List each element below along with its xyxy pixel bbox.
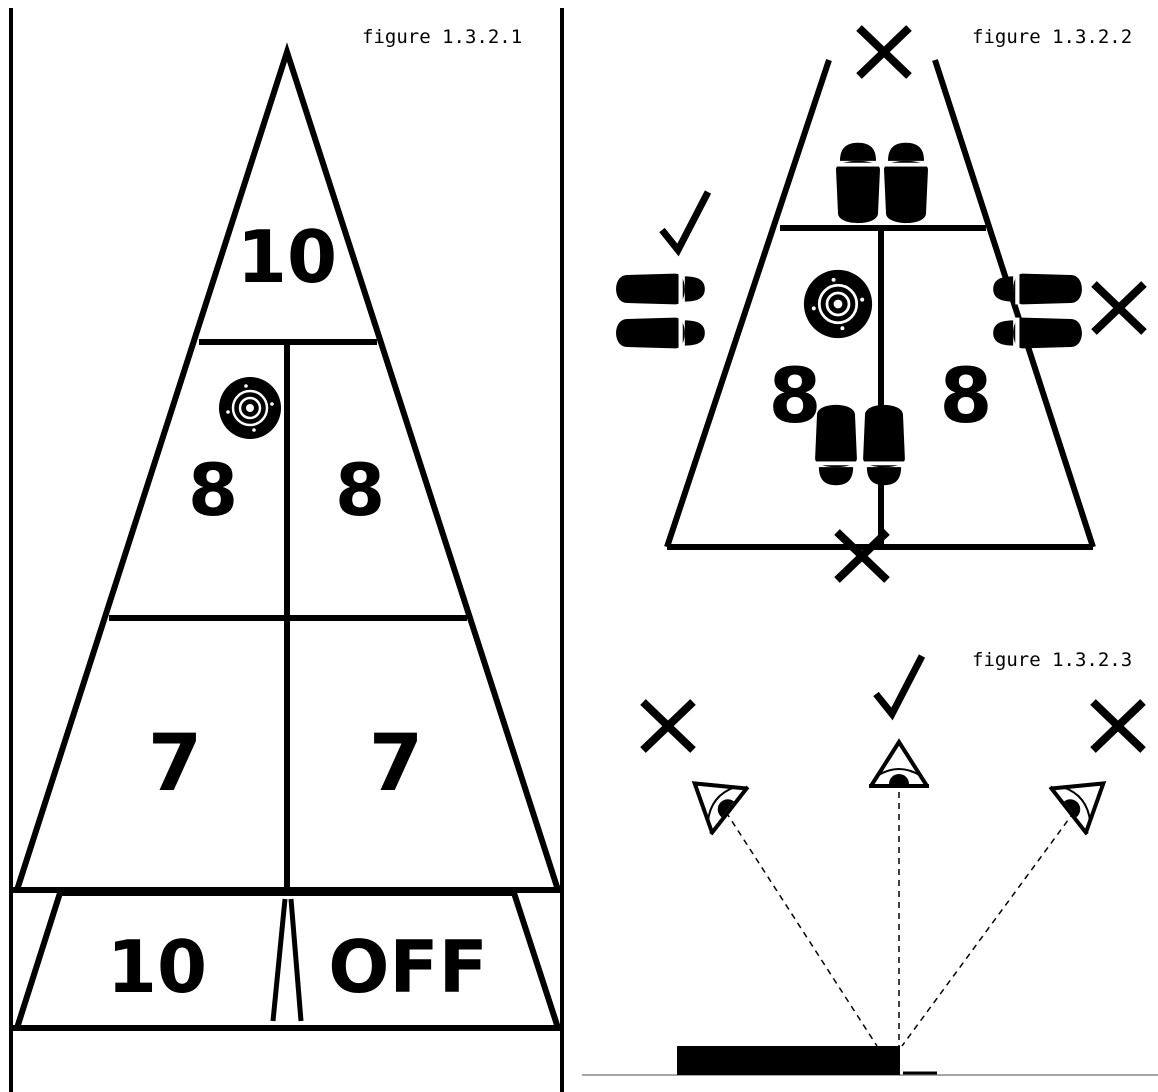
base-zone (11, 887, 563, 1031)
check-icon (662, 192, 708, 250)
scoring-triangle (12, 42, 563, 893)
eye-icon (1048, 757, 1124, 837)
eye-icon (867, 740, 931, 788)
lower-left-score: 7 (148, 719, 202, 809)
right-footprints (993, 273, 1082, 349)
footprint-icon (616, 317, 705, 349)
footprint-icon (884, 142, 928, 224)
bottom-footprints (815, 404, 905, 486)
footprint-icon (836, 142, 880, 224)
base-right-score: OFF (328, 925, 488, 1009)
footprint-icon (993, 273, 1082, 305)
target-icon (802, 268, 874, 340)
board-caption: figure 1.3.2.1 (362, 26, 522, 48)
eye-icon (674, 757, 750, 837)
cross-icon (643, 702, 693, 750)
cross-icon (1094, 284, 1144, 332)
cross-icon (1093, 702, 1143, 750)
footprint-icon (863, 404, 905, 486)
target-icon (217, 375, 283, 441)
footprint-icon (993, 317, 1082, 349)
stance-right-score: 8 (940, 351, 993, 440)
footprint-icon (616, 273, 705, 305)
left-footprints (616, 273, 705, 349)
sightline-caption: figure 1.3.2.3 (972, 649, 1132, 671)
base-left-score: 10 (107, 925, 207, 1009)
apex-score: 10 (237, 215, 337, 299)
board-figure: figure 1.3.2.1 10 8 8 7 7 10 OFF (9, 8, 564, 1092)
sightline-figure: figure 1.3.2.3 (582, 649, 1158, 1076)
stance-caption: figure 1.3.2.2 (972, 26, 1132, 48)
cross-icon (859, 28, 909, 76)
stance-figure: figure 1.3.2.2 8 8 (616, 26, 1144, 580)
stance-board (664, 59, 1096, 550)
stance-left-score: 8 (769, 351, 822, 440)
lower-right-score: 7 (369, 719, 423, 809)
top-footprints (836, 142, 928, 224)
puck-icon (677, 1046, 900, 1075)
upper-right-score: 8 (335, 448, 385, 532)
cross-icon (837, 532, 887, 580)
sight-lines (725, 792, 1075, 1047)
upper-left-score: 8 (188, 448, 238, 532)
check-icon (876, 656, 922, 714)
footprint-icon (815, 404, 857, 486)
